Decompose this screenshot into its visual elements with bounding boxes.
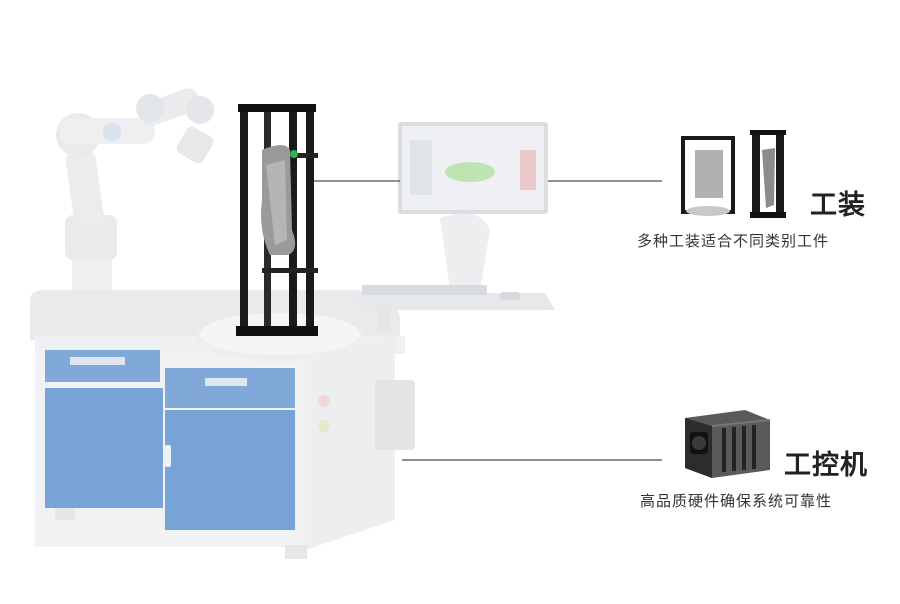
ipc-title: 工控机 [784, 450, 868, 481]
fixture-thumbnail-icon [681, 130, 786, 218]
ipc-box-icon [685, 410, 771, 478]
monitor-icon [398, 122, 548, 290]
keyboard-icon [345, 285, 555, 333]
ipc-description: 高品质硬件确保系统可靠性 [640, 492, 833, 510]
fixture-frame-icon [236, 104, 318, 336]
fixture-description: 多种工装适合不同类别工件 [637, 232, 830, 250]
fixture-title: 工装 [810, 190, 866, 221]
robot-arm-icon [56, 88, 214, 320]
